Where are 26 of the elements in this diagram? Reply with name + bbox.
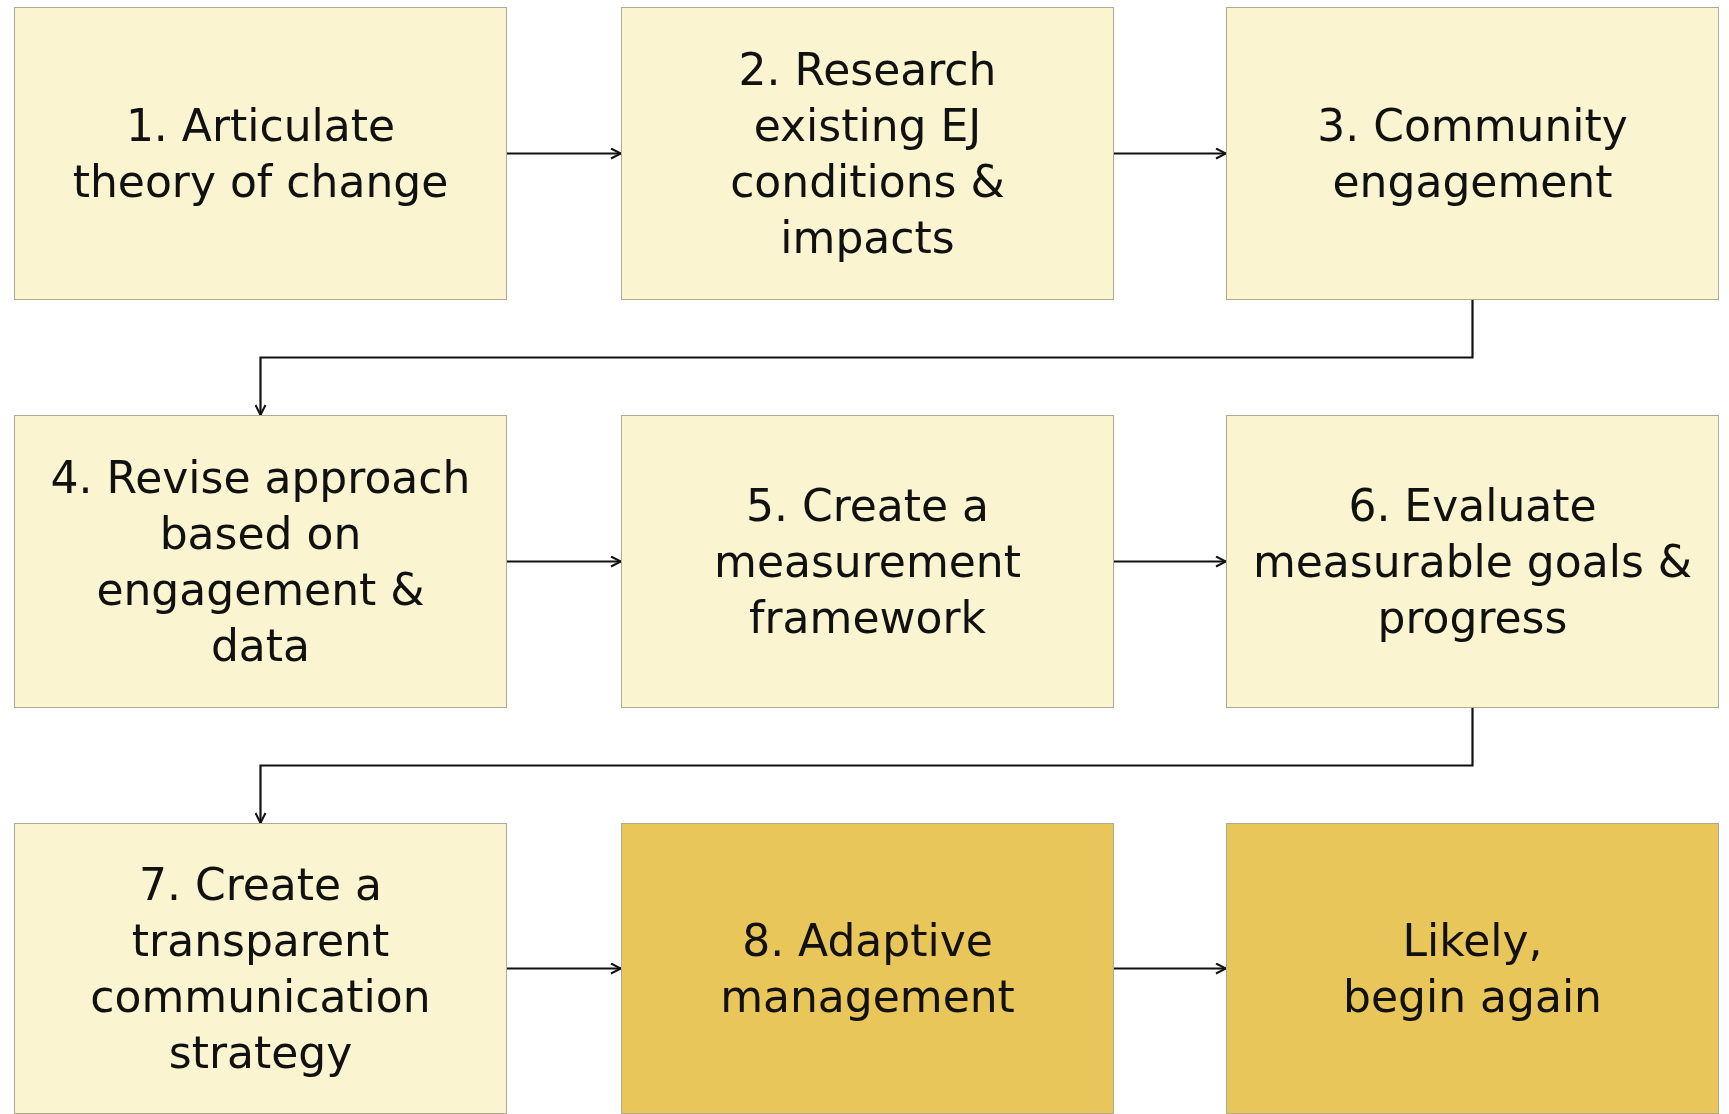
step-text: Likely, begin again <box>1342 913 1603 1024</box>
arrow <box>254 708 1474 824</box>
step-text: 2. Research existing EJ conditions & impacts <box>729 42 1006 265</box>
process-box <box>621 415 1114 708</box>
arrow <box>507 147 622 160</box>
arrow <box>1114 962 1227 975</box>
step-text: 3. Community engagement <box>1316 98 1629 209</box>
process-box <box>1226 415 1719 708</box>
process-box <box>14 823 507 1114</box>
process-box <box>14 415 507 708</box>
arrow <box>1114 555 1227 568</box>
process-box <box>14 7 507 300</box>
arrow <box>1114 147 1227 160</box>
process-box <box>1226 823 1719 1114</box>
arrow <box>507 962 622 975</box>
step-text: 6. Evaluate measurable goals & progress <box>1251 478 1694 645</box>
process-box <box>1226 7 1719 300</box>
process-box <box>621 7 1114 300</box>
process-box <box>621 823 1114 1114</box>
arrow <box>507 555 622 568</box>
step-text: 4. Revise approach based on engagement & data <box>49 450 472 673</box>
step-text: 7. Create a transparent communication strategy <box>89 857 432 1080</box>
arrow <box>254 300 1474 416</box>
step-text: 1. Articulate theory of change <box>71 98 450 209</box>
step-text: 5. Create a measurement framework <box>713 478 1022 645</box>
step-text: 8. Adaptive management <box>719 913 1016 1024</box>
